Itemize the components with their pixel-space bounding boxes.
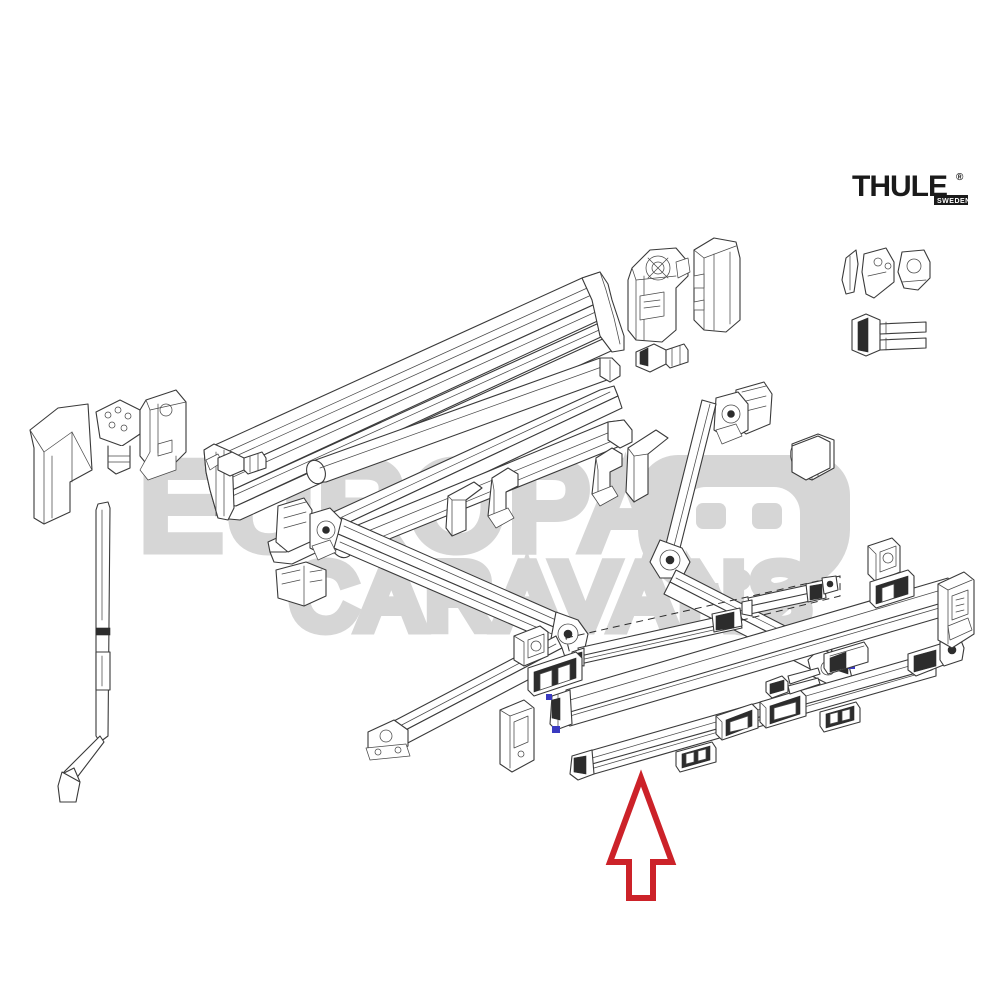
sweden-label: SWEDEN: [937, 198, 971, 205]
part-drive-bracket: [139, 389, 187, 481]
registered-mark-icon: ®: [956, 172, 964, 183]
part-rail-clamp-left-b: [527, 651, 583, 700]
part-slider-block-b: [759, 689, 807, 729]
part-fabric-clip-a: [445, 481, 483, 537]
part-wall-bracket: [841, 247, 931, 299]
part-wall-plate-right: [937, 571, 975, 649]
part-crank-handle: [57, 501, 111, 803]
part-end-cap-left: [29, 403, 93, 525]
part-gear-knuckle: [95, 399, 141, 475]
part-fabric-clip-c: [591, 447, 623, 507]
sweden-badge: [934, 195, 968, 205]
part-rail-clamp-left-a: [513, 625, 549, 667]
part-rail-clamp: [851, 313, 927, 357]
part-channel-strip: [267, 385, 623, 565]
part-end-cap-right: [693, 237, 741, 333]
thule-wordmark: THULE: [852, 170, 947, 203]
part-end-stop-a: [675, 741, 717, 773]
part-slider-block-a: [715, 703, 759, 741]
part-front-panel: [549, 577, 953, 733]
part-idler-pin-left: [217, 451, 267, 477]
part-roller-tube: [306, 357, 621, 485]
part-motor-gear-unit: [627, 247, 691, 343]
part-joint-sleeve: [823, 641, 869, 675]
part-idler-plug: [635, 343, 689, 373]
part-lock-catch: [765, 667, 821, 699]
part-arm-shoulder-cover: [275, 561, 327, 607]
part-bracket-cover-a: [867, 537, 901, 583]
part-end-cap-bottom-left: [499, 699, 535, 773]
thule-logo: THULE ® SWEDEN: [852, 170, 971, 205]
part-fabric-clip-b: [487, 467, 519, 529]
part-end-stop-b: [819, 701, 861, 733]
part-bracket-cover-b: [869, 569, 915, 609]
